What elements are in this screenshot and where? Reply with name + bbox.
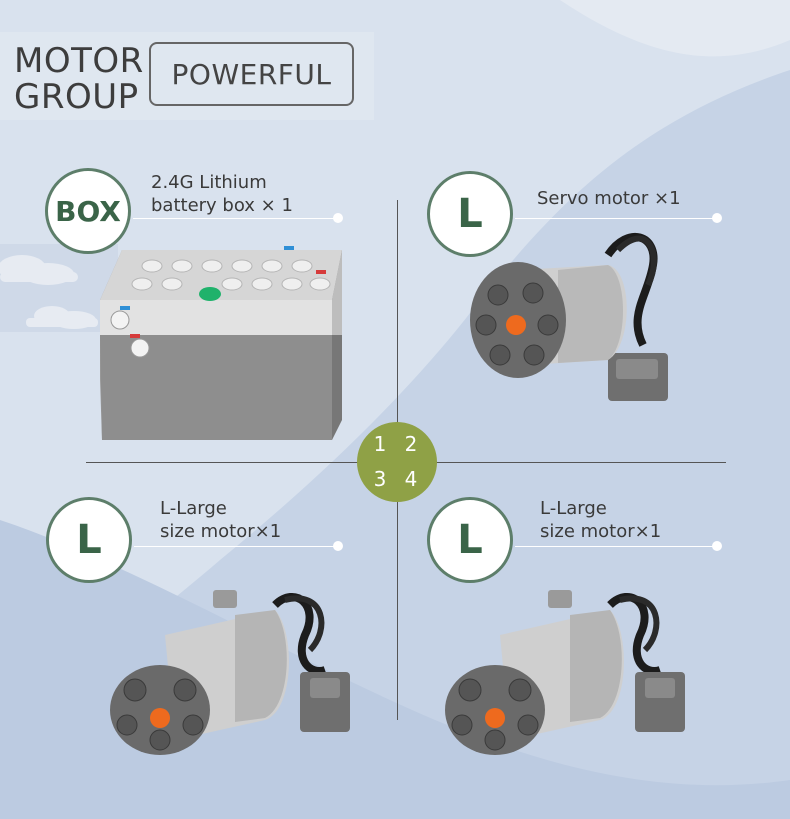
servo-leader-line bbox=[515, 218, 717, 219]
battery-box-image bbox=[100, 246, 342, 440]
large-motor-right-badge: L bbox=[427, 497, 513, 583]
servo-leader-dot bbox=[712, 213, 722, 223]
cloud-shape bbox=[0, 255, 98, 329]
large-motor-left-image bbox=[110, 590, 350, 755]
battery-label-line-1: 2.4G Lithium bbox=[151, 172, 267, 193]
servo-motor-image bbox=[470, 232, 668, 401]
large-motor-left-badge: L bbox=[46, 497, 132, 583]
large-motor-right-label-line-1: L-Large bbox=[540, 498, 607, 519]
large-motor-right-label-line-2: size motor×1 bbox=[540, 521, 662, 542]
title-line-2: GROUP bbox=[14, 77, 139, 117]
large-motor-right-leader-line bbox=[515, 546, 717, 547]
quadrant-circle bbox=[357, 422, 437, 502]
quadrant-number-2: 2 bbox=[404, 432, 418, 456]
quadrant-number-1: 1 bbox=[373, 432, 387, 456]
large-motor-left-label-line-2: size motor×1 bbox=[160, 521, 282, 542]
battery-leader-line bbox=[133, 218, 338, 219]
large-motor-left-label-line-1: L-Large bbox=[160, 498, 227, 519]
quadrant-number-4: 4 bbox=[404, 467, 418, 491]
title-line-1: MOTOR bbox=[14, 41, 144, 81]
battery-label-line-2: battery box × 1 bbox=[151, 195, 293, 216]
servo-label: Servo motor ×1 bbox=[537, 188, 681, 209]
quadrant-number-3: 3 bbox=[373, 467, 387, 491]
servo-badge: L bbox=[427, 171, 513, 257]
box-badge: BOX bbox=[45, 168, 131, 254]
large-motor-right-leader-dot bbox=[712, 541, 722, 551]
large-motor-left-leader-dot bbox=[333, 541, 343, 551]
large-motor-left-leader-line bbox=[134, 546, 339, 547]
battery-leader-dot bbox=[333, 213, 343, 223]
powerful-tag: POWERFUL bbox=[149, 42, 354, 106]
large-motor-right-image bbox=[445, 590, 685, 755]
